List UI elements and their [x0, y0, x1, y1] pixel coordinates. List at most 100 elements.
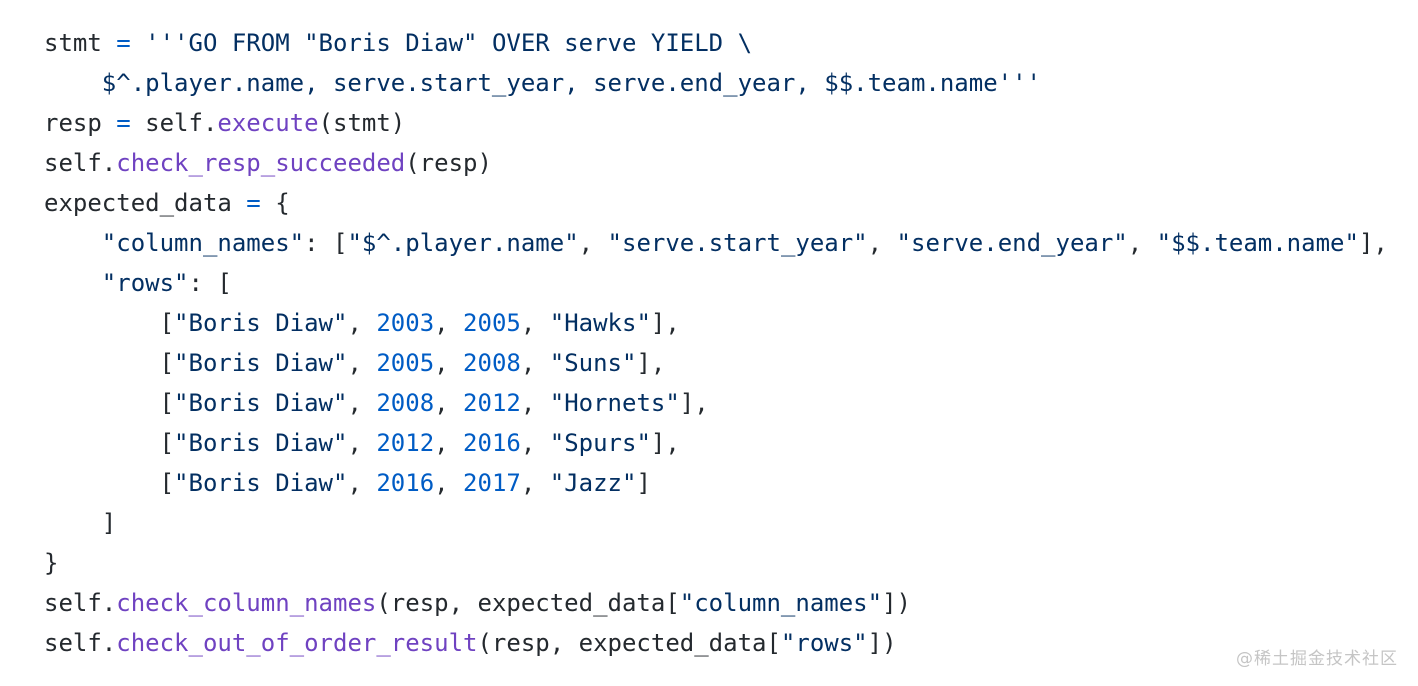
- code-token-plain: ,: [434, 389, 464, 417]
- code-viewer: stmt = '''GO FROM "Boris Diaw" OVER serv…: [44, 23, 1418, 669]
- code-line: ["Boris Diaw", 2012, 2016, "Spurs"],: [44, 423, 1418, 463]
- code-line: }: [44, 543, 1418, 583]
- code-token-string: "Jazz": [549, 469, 637, 497]
- code-token-string: "$^.player.name": [347, 229, 579, 257]
- code-token-plain: ]: [44, 509, 117, 537]
- code-token-string: "Boris Diaw": [174, 349, 348, 377]
- code-token-string: "Hornets": [549, 389, 680, 417]
- code-token-plain: [: [44, 349, 175, 377]
- code-line: "column_names": ["$^.player.name", "serv…: [44, 223, 1418, 263]
- code-token-function: execute: [217, 109, 319, 137]
- code-line: self.check_column_names(resp, expected_d…: [44, 583, 1418, 623]
- code-token-function: check_out_of_order_result: [116, 629, 478, 657]
- code-token-plain: ,: [520, 349, 550, 377]
- code-token-plain: resp: [44, 109, 117, 137]
- code-line: ]: [44, 503, 1418, 543]
- code-token-plain: ,: [434, 469, 464, 497]
- code-token-number: 2003: [376, 309, 435, 337]
- code-token-plain: self.: [44, 629, 117, 657]
- code-line: ["Boris Diaw", 2003, 2005, "Hawks"],: [44, 303, 1418, 343]
- code-token-plain: ,: [347, 309, 377, 337]
- code-token-number: 2005: [376, 349, 435, 377]
- code-token-operator: =: [246, 189, 261, 217]
- code-token-plain: [: [44, 309, 175, 337]
- code-token-plain: [: [44, 469, 175, 497]
- code-token-number: 2008: [376, 389, 435, 417]
- code-token-number: 2005: [463, 309, 521, 337]
- code-token-string: "Hawks": [549, 309, 651, 337]
- code-token-plain: ]: [636, 469, 651, 497]
- code-token-plain: (resp, expected_data[: [477, 629, 781, 657]
- code-token-string: $^.player.name, serve.start_year, serve.…: [44, 69, 1041, 97]
- code-token-plain: ,: [520, 469, 550, 497]
- code-token-plain: ],: [650, 309, 680, 337]
- code-token-plain: : [: [188, 269, 232, 297]
- code-line: "rows": [: [44, 263, 1418, 303]
- code-token-plain: ]): [882, 589, 911, 617]
- code-token-number: 2017: [463, 469, 521, 497]
- code-line: ["Boris Diaw", 2008, 2012, "Hornets"],: [44, 383, 1418, 423]
- code-token-plain: stmt: [44, 29, 117, 57]
- code-token-number: 2012: [376, 429, 435, 457]
- code-token-plain: expected_data: [44, 189, 247, 217]
- code-token-string: "serve.end_year": [896, 229, 1128, 257]
- code-token-string: "column_names": [101, 229, 305, 257]
- code-token-operator: =: [116, 29, 131, 57]
- code-token-plain: (resp): [405, 149, 492, 177]
- code-token-string: "column_names": [679, 589, 883, 617]
- code-token-plain: ]): [867, 629, 897, 657]
- code-token-string: "Boris Diaw": [174, 389, 348, 417]
- code-token-plain: ],: [1358, 229, 1388, 257]
- code-token-plain: ],: [636, 349, 666, 377]
- code-token-string: "Boris Diaw": [174, 309, 348, 337]
- code-token-plain: ,: [347, 389, 377, 417]
- code-line: ["Boris Diaw", 2016, 2017, "Jazz"]: [44, 463, 1418, 503]
- code-token-plain: [: [44, 389, 175, 417]
- code-line: self.check_resp_succeeded(resp): [44, 143, 1418, 183]
- code-token-plain: (stmt): [318, 109, 406, 137]
- code-token-string: "$$.team.name": [1156, 229, 1359, 257]
- code-token-plain: ,: [434, 349, 464, 377]
- code-token-plain: : [: [304, 229, 348, 257]
- code-token-operator: =: [116, 109, 131, 137]
- code-token-string: "Suns": [549, 349, 637, 377]
- code-token-function: check_resp_succeeded: [116, 149, 406, 177]
- code-token-number: 2016: [463, 429, 521, 457]
- code-token-plain: ,: [1127, 229, 1157, 257]
- code-token-plain: ,: [434, 309, 464, 337]
- code-token-plain: [44, 229, 102, 257]
- code-token-plain: self.: [44, 149, 117, 177]
- code-token-string: "Boris Diaw": [174, 429, 348, 457]
- code-token-string: "rows": [101, 269, 189, 297]
- code-token-plain: [44, 269, 102, 297]
- code-token-plain: ,: [867, 229, 897, 257]
- code-line: stmt = '''GO FROM "Boris Diaw" OVER serv…: [44, 23, 1418, 63]
- code-token-plain: ,: [347, 349, 377, 377]
- code-token-string: '''GO FROM "Boris Diaw" OVER serve YIELD…: [145, 29, 753, 57]
- code-token-plain: }: [44, 549, 59, 577]
- code-line: self.check_out_of_order_result(resp, exp…: [44, 623, 1418, 663]
- code-token-plain: [: [44, 429, 175, 457]
- code-token-plain: {: [260, 189, 290, 217]
- code-line: $^.player.name, serve.start_year, serve.…: [44, 63, 1418, 103]
- code-line: ["Boris Diaw", 2005, 2008, "Suns"],: [44, 343, 1418, 383]
- code-line: expected_data = {: [44, 183, 1418, 223]
- code-token-plain: ,: [347, 429, 377, 457]
- code-token-plain: self.: [130, 109, 218, 137]
- code-token-plain: ,: [578, 229, 608, 257]
- code-token-plain: self.: [44, 589, 117, 617]
- code-token-number: 2016: [376, 469, 435, 497]
- code-line: resp = self.execute(stmt): [44, 103, 1418, 143]
- code-token-plain: ,: [347, 469, 377, 497]
- code-block: stmt = '''GO FROM "Boris Diaw" OVER serv…: [44, 23, 1418, 663]
- code-token-function: check_column_names: [116, 589, 377, 617]
- code-token-plain: ,: [434, 429, 464, 457]
- code-token-plain: ],: [650, 429, 680, 457]
- code-token-plain: ,: [520, 389, 550, 417]
- code-token-plain: [131, 29, 145, 57]
- code-token-plain: ],: [679, 389, 709, 417]
- code-token-number: 2012: [463, 389, 521, 417]
- code-token-plain: (resp, expected_data[: [376, 589, 680, 617]
- code-token-plain: ,: [520, 309, 550, 337]
- watermark: @稀土掘金技术社区: [1236, 649, 1398, 669]
